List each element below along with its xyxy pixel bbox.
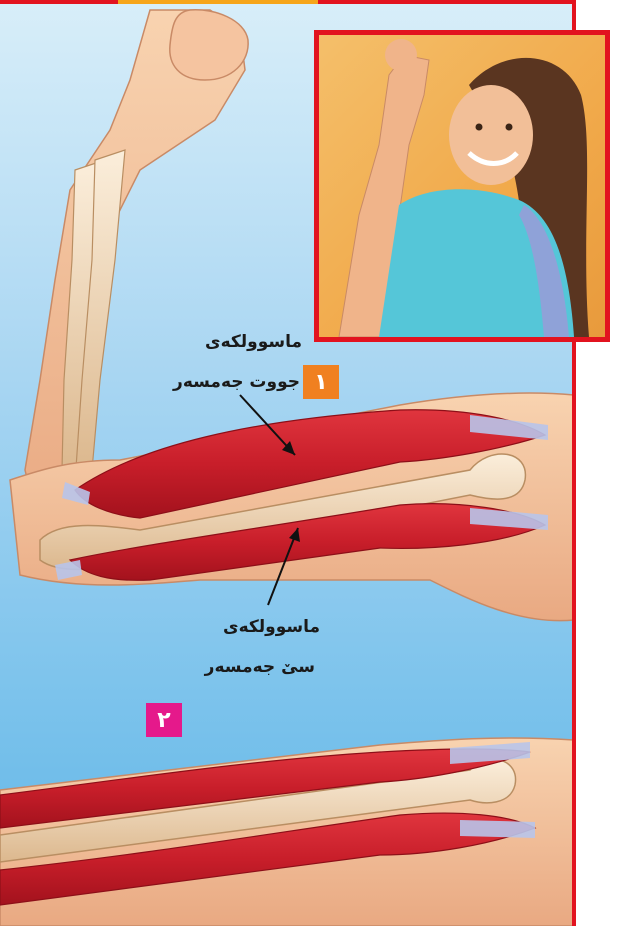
upper-arm-2: [0, 738, 574, 926]
triceps-label-line2: سێ جەمسەر: [190, 657, 315, 677]
girl-flexing-photo: [314, 30, 610, 342]
top-accent: [118, 0, 318, 4]
girl-flexing-image: [319, 35, 605, 337]
step-1-badge: ١: [303, 365, 339, 399]
biceps-label-line2: جووت جەمسەر: [150, 372, 300, 392]
biceps-label-line1: ماسوولکەی: [150, 332, 302, 352]
step-2-badge: ٢: [146, 703, 182, 737]
triceps-label-line1: ماسوولکەی: [190, 617, 320, 637]
